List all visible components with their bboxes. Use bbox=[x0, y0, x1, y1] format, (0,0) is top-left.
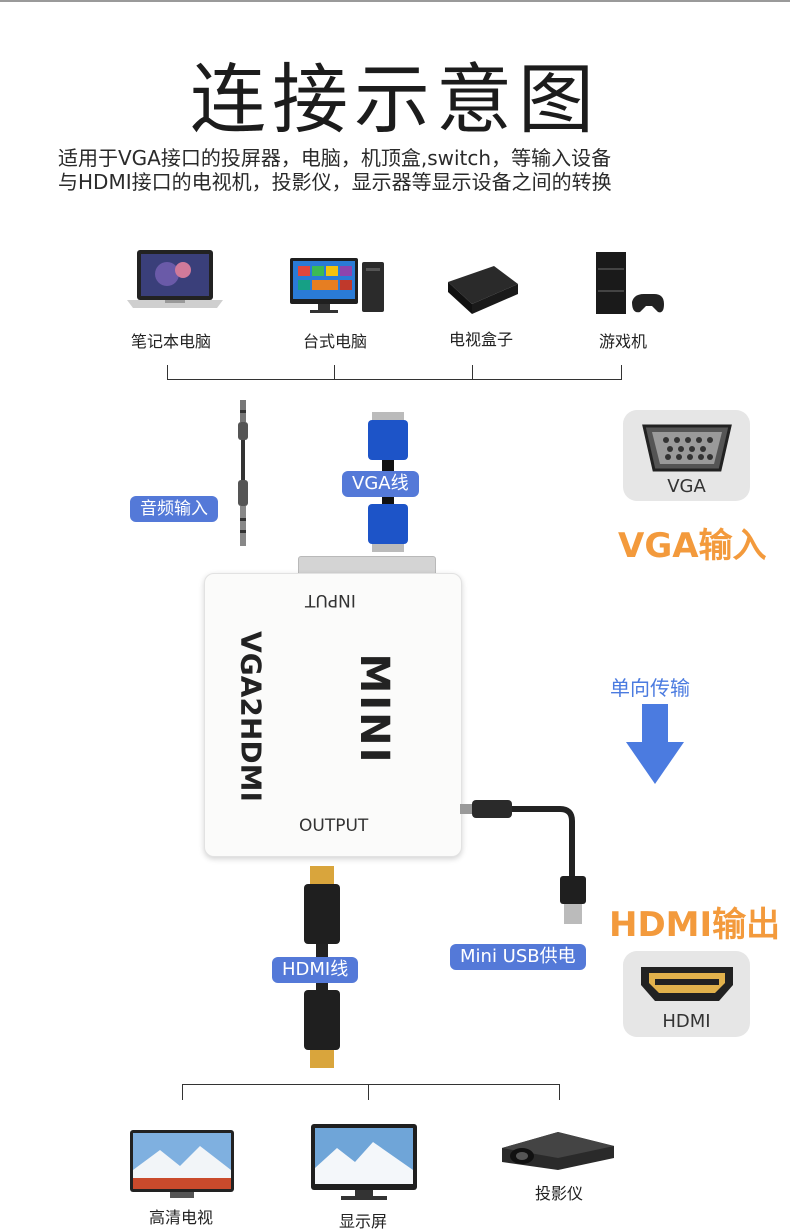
bracket-tick bbox=[182, 1084, 183, 1100]
device-label-console: 游戏机 bbox=[598, 332, 647, 351]
description-line-1: 适用于VGA接口的投屏器，电脑，机顶盒,switch，等输入设备 bbox=[58, 146, 612, 170]
audio-jack-icon bbox=[232, 400, 254, 554]
vga-port-icon bbox=[642, 424, 732, 472]
vga-cable-label: VGA线 bbox=[342, 471, 419, 497]
bracket-tick bbox=[559, 1084, 560, 1100]
audio-input-label: 音频输入 bbox=[130, 496, 218, 522]
laptop-icon bbox=[127, 248, 223, 316]
mini-usb-cable-icon bbox=[460, 798, 590, 932]
game-console-icon bbox=[594, 250, 666, 324]
device-label-monitor: 显示屏 bbox=[338, 1212, 387, 1231]
bracket-tick bbox=[368, 1084, 369, 1100]
vga-port-label: VGA bbox=[667, 476, 706, 497]
hdmi-output-title: HDMI输出 bbox=[609, 905, 781, 945]
down-arrow-icon bbox=[626, 704, 684, 788]
converter-box: INPUT VGA2HDMI MINI OUTPUT bbox=[204, 573, 462, 857]
bracket-tick bbox=[334, 365, 335, 380]
desktop-computer-icon bbox=[290, 258, 390, 320]
device-label-tv-box: 电视盒子 bbox=[448, 330, 513, 349]
hdmi-port-label: HDMI bbox=[662, 1011, 711, 1032]
mini-usb-label: Mini USB供电 bbox=[450, 944, 586, 970]
page-title: 连接示意图 bbox=[190, 55, 600, 144]
monitor-icon bbox=[311, 1124, 417, 1206]
hdmi-cable-label: HDMI线 bbox=[272, 957, 359, 983]
bracket-tick bbox=[472, 365, 473, 380]
projector-icon bbox=[498, 1128, 618, 1178]
vga-port-card: VGA bbox=[623, 410, 750, 501]
device-label-projector: 投影仪 bbox=[534, 1184, 583, 1203]
output-bracket bbox=[182, 1084, 560, 1085]
hdmi-port-icon bbox=[641, 967, 733, 1001]
one-way-label: 单向传输 bbox=[610, 676, 690, 700]
input-bracket bbox=[167, 379, 622, 380]
box-model-text: VGA2HDMI bbox=[234, 631, 268, 802]
hdmi-port-card: HDMI bbox=[623, 951, 750, 1037]
bracket-tick bbox=[621, 365, 622, 380]
device-label-hdtv: 高清电视 bbox=[148, 1208, 213, 1227]
tv-box-icon bbox=[442, 262, 522, 324]
top-divider bbox=[0, 0, 790, 2]
hdtv-icon bbox=[130, 1130, 234, 1204]
box-input-label: INPUT bbox=[305, 590, 356, 610]
box-brand-text: MINI bbox=[351, 653, 397, 765]
box-output-label: OUTPUT bbox=[299, 816, 369, 836]
vga-input-title: VGA输入 bbox=[618, 526, 767, 566]
bracket-tick bbox=[167, 365, 168, 380]
device-label-desktop: 台式电脑 bbox=[302, 332, 367, 351]
description-line-2: 与HDMI接口的电视机，投影仪，显示器等显示设备之间的转换 bbox=[58, 170, 612, 194]
device-label-laptop: 笔记本电脑 bbox=[130, 332, 211, 351]
